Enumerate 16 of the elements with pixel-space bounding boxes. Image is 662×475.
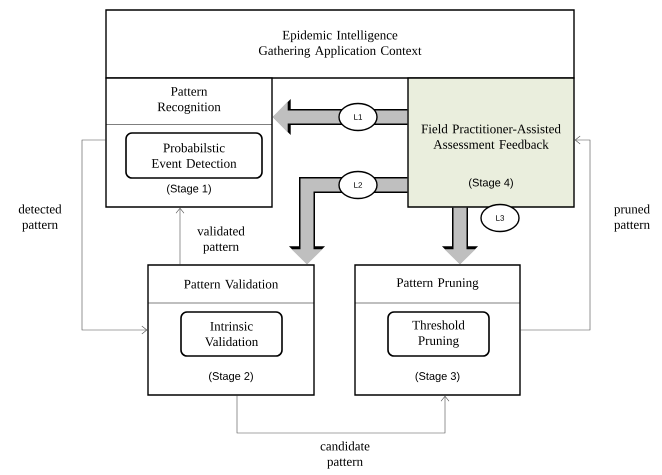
method-box: Intrinsic Validation: [180, 311, 283, 357]
method-box: Probabilstic Event Detection: [125, 132, 263, 179]
edge-label: L1: [338, 102, 378, 132]
feedback-box: Field Practitioner-Assisted Assessment Feedback (Stage 4): [407, 77, 575, 208]
arrow: [82, 140, 148, 334]
edge-label: detected pattern: [12, 203, 68, 233]
context-box: Epidemic Intelligence Gathering Application Context: [105, 9, 575, 79]
arrow: [176, 208, 184, 265]
edge-label: pruned pattern: [606, 203, 658, 233]
edge-label: L3: [480, 204, 520, 232]
arrow: [520, 136, 590, 330]
edge-label: validated pattern: [185, 225, 257, 255]
edge-label: candidate pattern: [309, 440, 381, 470]
edge-label: L2: [338, 170, 378, 200]
method-box: Threshold Pruning: [387, 311, 490, 357]
arrow: [236, 395, 450, 434]
